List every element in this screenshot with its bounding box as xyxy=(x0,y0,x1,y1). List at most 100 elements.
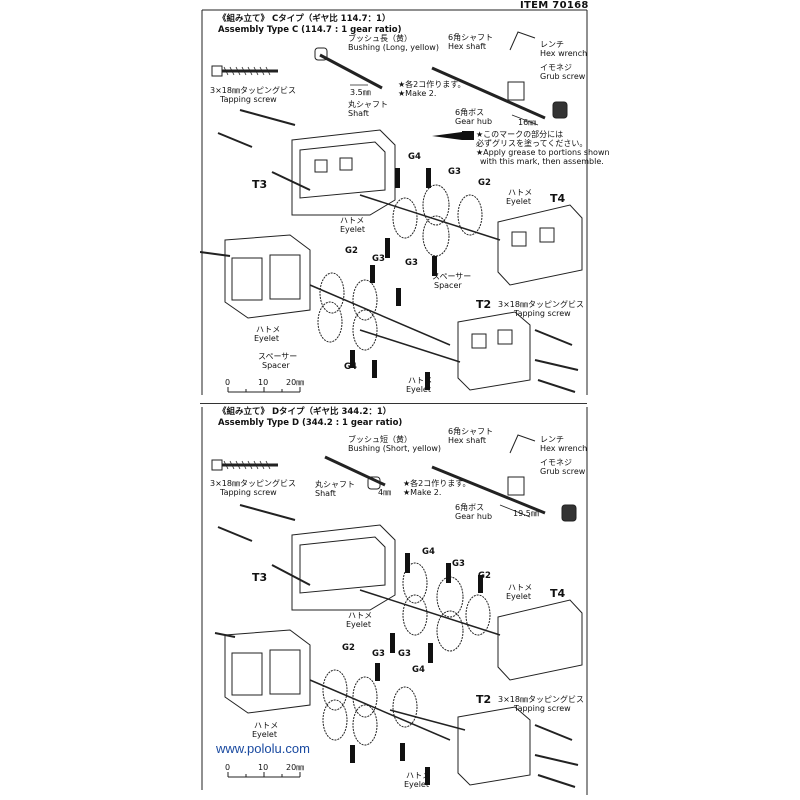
eyelet-d1-en: Eyelet xyxy=(346,620,371,629)
scale-bar-c xyxy=(227,387,301,393)
eyelet-c1-jp: ハトメ xyxy=(340,216,365,225)
gearhub-c-jp: 6角ボス xyxy=(455,108,485,117)
label-c-t2: T2 xyxy=(476,298,492,311)
screw2-d-jp: 3×18㎜タッピングビス xyxy=(498,695,584,704)
shaft-d-en: Shaft xyxy=(315,489,336,498)
wrench-c-jp: レンチ xyxy=(540,40,564,49)
label-d-g3c: G3 xyxy=(398,649,411,659)
grease-mark-icon xyxy=(432,131,474,140)
screw-c-en: Tapping screw xyxy=(220,95,277,104)
hub-c-dim: 16㎜ xyxy=(518,118,537,127)
eyelet-d2-en: Eyelet xyxy=(506,592,531,601)
item-number: ITEM 70168 xyxy=(520,0,589,11)
eyelet-d3-en: Eyelet xyxy=(252,730,277,739)
hexshaft-d-jp: 6角シャフト xyxy=(448,427,494,436)
gearhub-d-jp: 6角ボス xyxy=(455,503,485,512)
screw-d-en: Tapping screw xyxy=(220,488,277,497)
t2-housing-d xyxy=(457,706,531,786)
spacer-c2-jp: スペーサー xyxy=(258,352,298,361)
grease-c-3: ★Apply grease to portions shown xyxy=(476,148,610,157)
shaft-c-en: Shaft xyxy=(348,109,369,118)
left-screws xyxy=(217,109,311,191)
title-c-en: Assembly Type C (114.7 : 1 gear ratio) xyxy=(218,25,402,35)
hexshaft-c-jp: 6角シャフト xyxy=(448,33,494,42)
label-d-g4a: G4 xyxy=(422,547,435,557)
eyelet-c2-jp: ハトメ xyxy=(508,188,533,197)
title-c-jp: 《組み立て》 Cタイプ（ギヤ比 114.7：1） xyxy=(218,14,391,24)
panel-divider xyxy=(200,403,587,404)
shaft-c-jp: 丸シャフト xyxy=(348,100,388,109)
gearhub-c-en: Gear hub xyxy=(455,117,493,126)
label-c-g4b: G4 xyxy=(344,362,357,372)
screw2-c-jp: 3×18㎜タッピングビス xyxy=(498,300,584,309)
right-screws xyxy=(534,329,579,393)
eyelet-c4-en: Eyelet xyxy=(406,385,431,394)
panel-d-drawing xyxy=(201,407,588,795)
panel-c-drawing xyxy=(200,9,588,395)
make2-d-en: ★Make 2. xyxy=(403,488,442,497)
right-screws-d xyxy=(534,724,579,788)
label-c-g4a: G4 xyxy=(408,152,421,162)
label-d-g4b: G4 xyxy=(412,665,425,675)
hex-shaft-icon xyxy=(431,66,568,126)
gear-row-2 xyxy=(309,272,461,363)
scale-bar-d xyxy=(227,772,301,778)
screw2-c-en: Tapping screw xyxy=(514,309,571,318)
eyelet-c3-en: Eyelet xyxy=(254,334,279,343)
label-d-g2a: G2 xyxy=(478,571,491,581)
hex-wrench-icon xyxy=(509,31,536,51)
grub-c-jp: イモネジ xyxy=(540,63,572,72)
grease-c-4: with this mark, then assemble. xyxy=(480,157,604,166)
scale-d-10: 10 xyxy=(258,763,269,772)
label-d-t4: T4 xyxy=(550,587,566,600)
label-d-g3a: G3 xyxy=(452,559,465,569)
label-c-t4: T4 xyxy=(550,192,566,205)
tapping-screw-icon xyxy=(211,65,278,77)
grub-d-en: Grub screw xyxy=(540,467,586,476)
scale-d-20: 20㎜ xyxy=(286,763,305,772)
gear-row-1 xyxy=(359,184,501,257)
grub-c-en: Grub screw xyxy=(540,72,586,81)
shaft-d-jp: 丸シャフト xyxy=(315,480,355,489)
shaft-icon xyxy=(314,47,383,90)
motor-block-d xyxy=(214,629,311,714)
scale-d-0: 0 xyxy=(225,763,231,772)
spacer-c1-en: Spacer xyxy=(434,281,462,290)
spacer-c2-en: Spacer xyxy=(262,361,290,370)
label-c-g2a: G2 xyxy=(478,178,491,188)
title-d-en: Assembly Type D (344.2 : 1 gear ratio) xyxy=(218,418,403,428)
label-d-g2b: G2 xyxy=(342,643,355,653)
eyelet-c4-jp: ハトメ xyxy=(408,376,433,385)
t4-housing-d xyxy=(497,599,583,681)
wrench-d-jp: レンチ xyxy=(540,435,564,444)
label-c-g3a: G3 xyxy=(448,167,461,177)
footer-url: www.pololu.com xyxy=(216,741,310,756)
eyelet-c2-en: Eyelet xyxy=(506,197,531,206)
tapping-screw-icon-d xyxy=(211,459,278,471)
bushing-d-jp: ブッシュ短（黄） xyxy=(348,435,412,444)
grub-d-jp: イモネジ xyxy=(540,458,572,467)
hex-wrench-icon-d xyxy=(509,434,536,454)
shaft-icon-d xyxy=(324,455,386,490)
screw2-d-en: Tapping screw xyxy=(514,704,571,713)
screw-d-jp: 3×18㎜タッピングビス xyxy=(210,479,296,488)
bushing-c-dim: 3.5㎜ xyxy=(350,88,371,97)
make2-d-jp: ★各2コ作ります。 xyxy=(403,479,471,488)
label-d-t2: T2 xyxy=(476,693,492,706)
hex-shaft-icon-d xyxy=(431,465,577,522)
t4-housing xyxy=(497,204,583,286)
eyelet-c1-en: Eyelet xyxy=(340,225,365,234)
label-d-t3: T3 xyxy=(252,571,268,584)
scale-c-0: 0 xyxy=(225,378,231,387)
title-d-jp: 《組み立て》 Dタイプ（ギヤ比 344.2：1） xyxy=(218,407,392,417)
eyelet-d3-jp: ハトメ xyxy=(254,721,279,730)
gear-row-2-d xyxy=(309,669,466,746)
grease-brushes-d xyxy=(350,553,483,785)
spacer-c1-jp: スペーサー xyxy=(432,272,472,281)
screw-c-jp: 3×18㎜タッピングビス xyxy=(210,86,296,95)
hexshaft-c-en: Hex shaft xyxy=(448,42,487,51)
bushing-d-dim: 4㎜ xyxy=(378,488,392,497)
t2-housing xyxy=(457,311,531,391)
label-d-g3b: G3 xyxy=(372,649,385,659)
